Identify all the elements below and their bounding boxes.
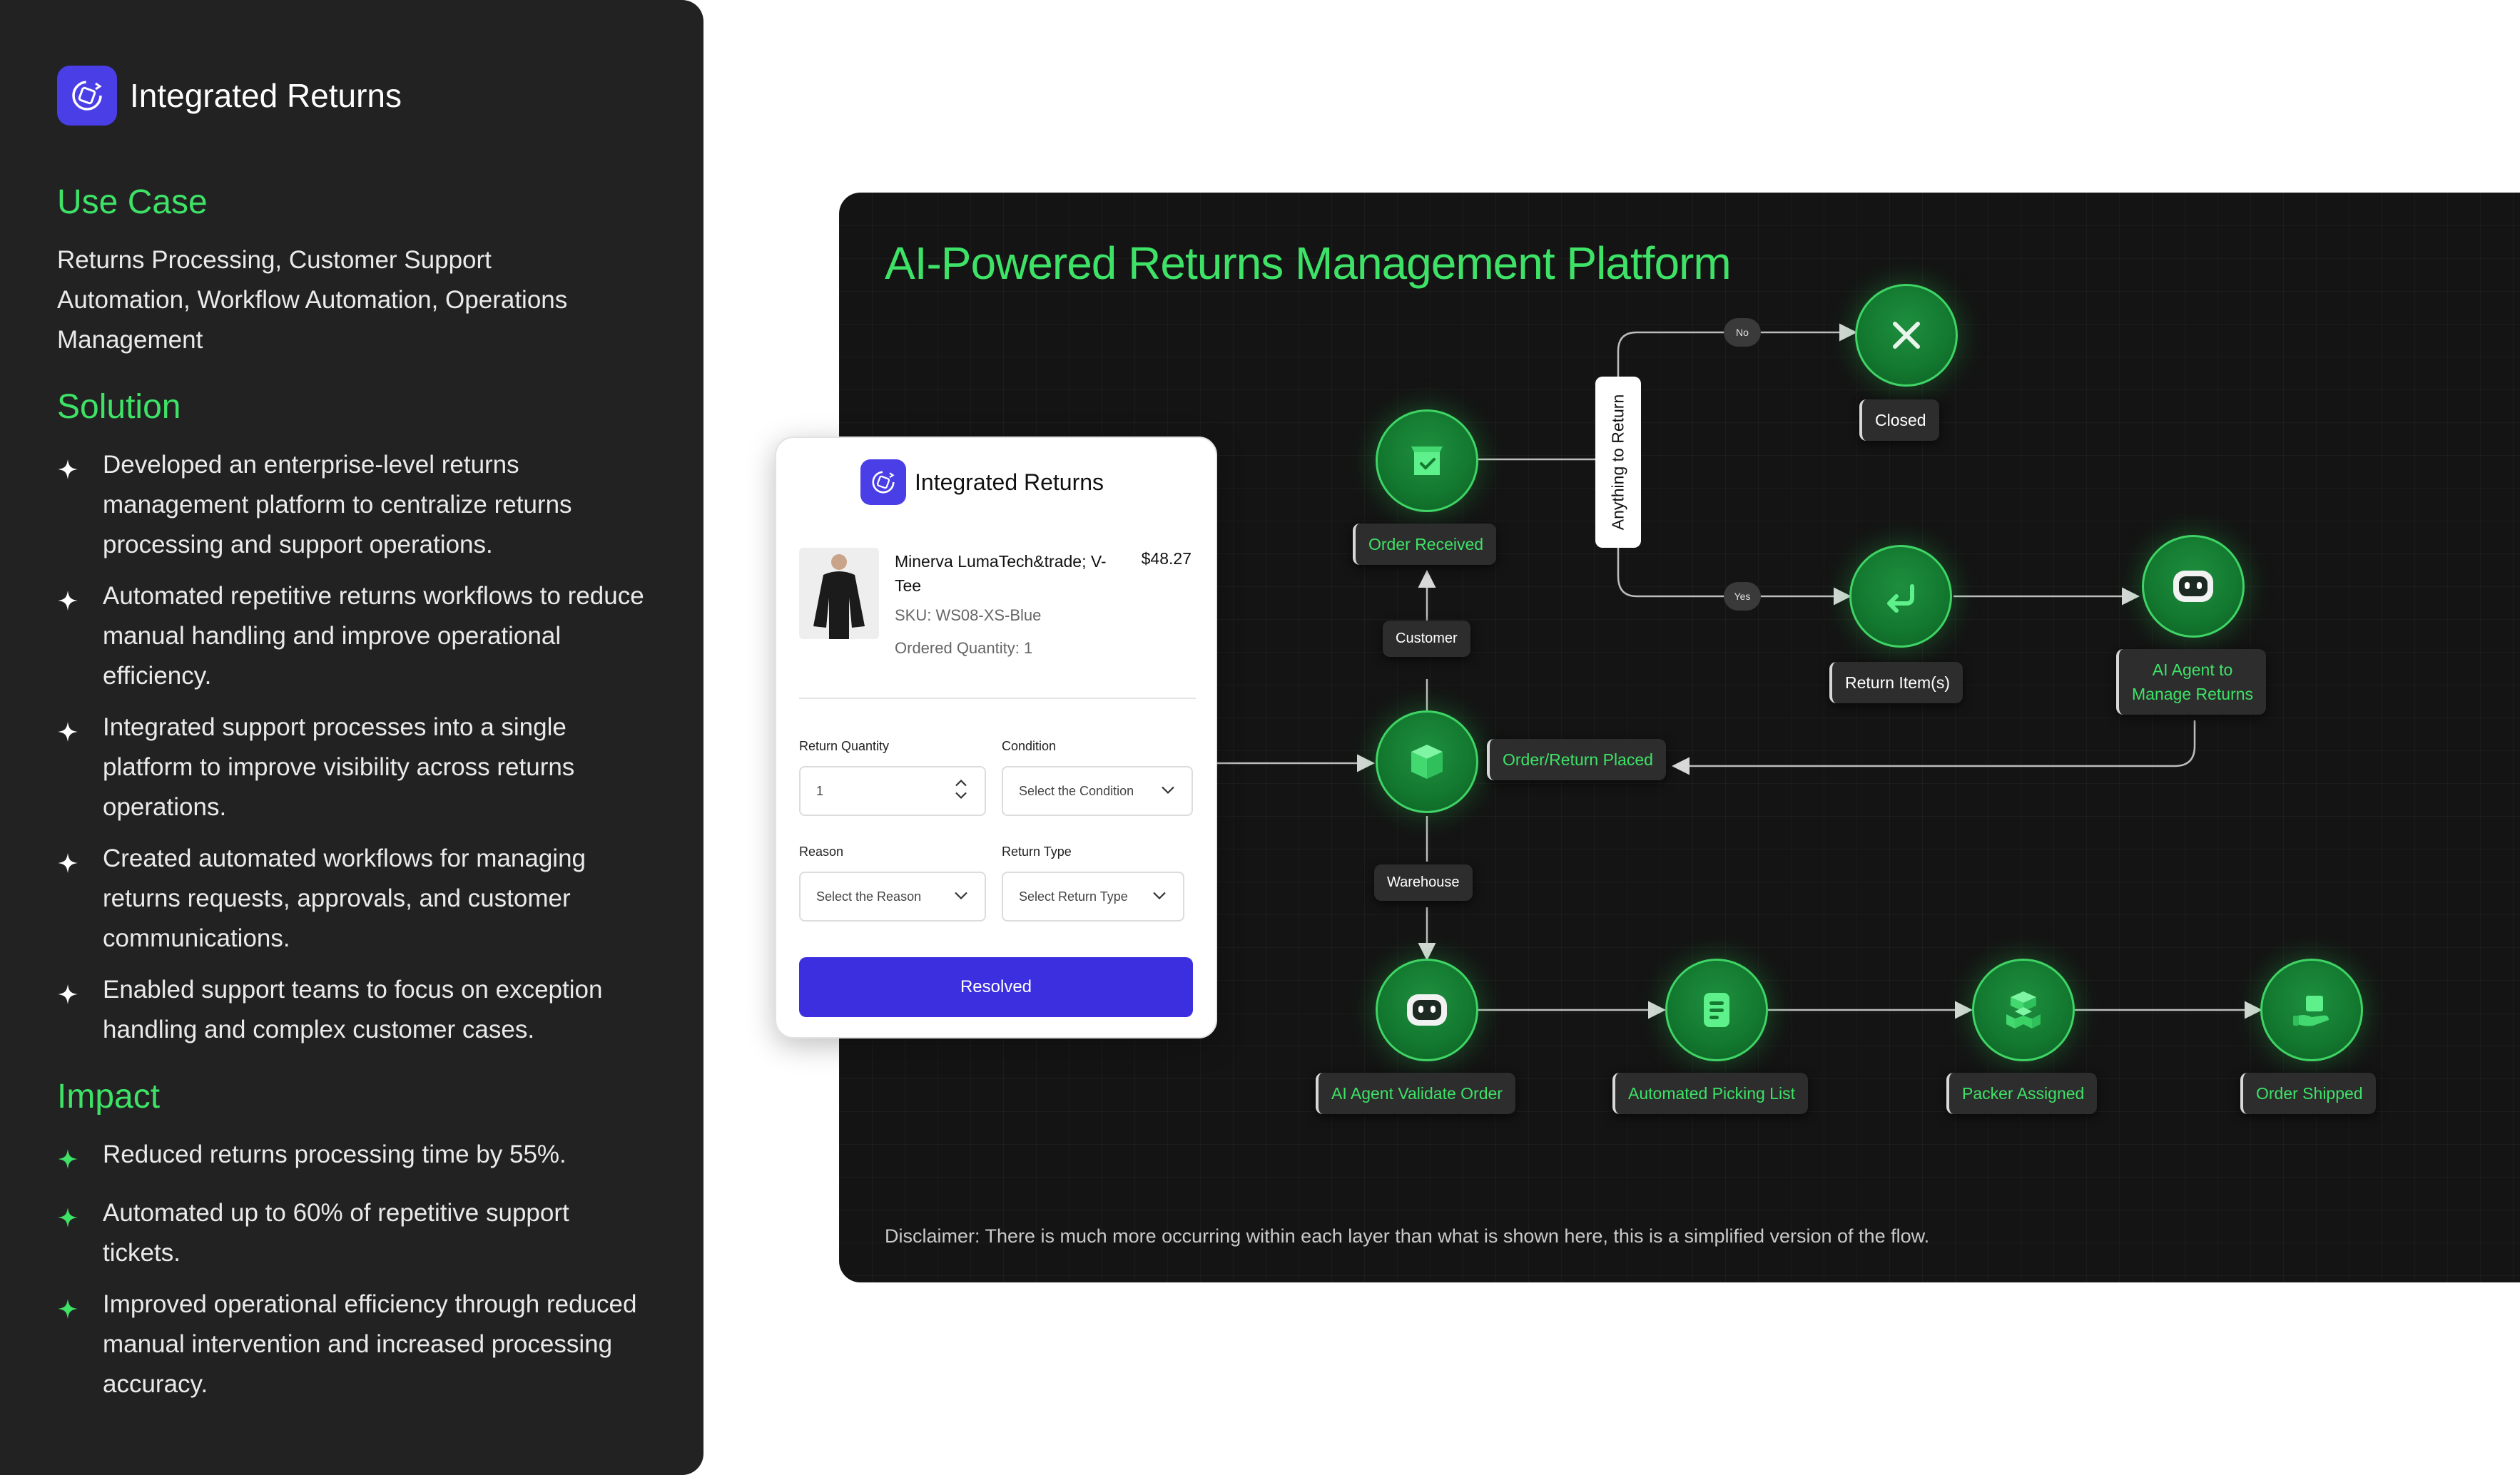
sparkle-icon <box>57 576 103 623</box>
impact-title: Impact <box>57 1078 161 1116</box>
return-type-select[interactable]: Select Return Type <box>1002 872 1184 922</box>
node-ai-agent-manage <box>2142 535 2245 638</box>
return-type-label: Return Type <box>1002 844 1072 859</box>
label-ai-agent-manage: AI Agent to Manage Returns <box>2116 649 2267 715</box>
divider <box>799 698 1196 699</box>
reason-select[interactable]: Select the Reason <box>799 872 986 922</box>
brand: Integrated Returns <box>57 66 646 126</box>
packages-icon <box>2006 991 2041 1029</box>
edge-no-closed <box>1617 323 1857 377</box>
brand-name: Integrated Returns <box>130 77 402 114</box>
node-picking-list <box>1665 959 1768 1061</box>
no-pill: No <box>1724 318 1761 347</box>
node-closed <box>1855 284 1958 387</box>
chevron-down-icon <box>953 889 969 904</box>
return-form-card: Integrated Returns Minerva LumaTech&trad… <box>775 437 1217 1038</box>
solution-item: Enabled support teams to focus on except… <box>57 970 646 1050</box>
decision-label: Anything to Return <box>1608 394 1627 531</box>
product-ordered-qty: Ordered Quantity: 1 <box>895 639 1033 657</box>
sparkle-icon <box>57 1135 103 1182</box>
solution-list: Developed an enterprise-level returns ma… <box>57 445 646 1050</box>
label-shipped: Order Shipped <box>2240 1073 2376 1114</box>
chevron-down-icon <box>1152 889 1167 904</box>
flow-diagram-panel: AI-Powered Returns Management Platform <box>839 193 2520 1282</box>
return-arrow-icon <box>1887 584 1914 613</box>
node-return-items <box>1849 545 1952 648</box>
sparkle-icon <box>57 708 103 755</box>
stepper-arrows-icon[interactable] <box>953 775 969 807</box>
solution-item: Developed an enterprise-level returns ma… <box>57 445 646 565</box>
label-ai-validate: AI Agent Validate Order <box>1316 1073 1515 1114</box>
sparkle-icon <box>57 839 103 886</box>
sparkle-icon <box>57 445 103 492</box>
robot-icon <box>1407 994 1447 1026</box>
flow-title: AI-Powered Returns Management Platform <box>885 238 1732 289</box>
robot-icon <box>2173 571 2213 602</box>
decision-box: Anything to Return <box>1595 377 1641 548</box>
label-packer: Packer Assigned <box>1946 1073 2098 1114</box>
product-image <box>799 548 879 639</box>
return-quantity-stepper[interactable]: 1 <box>799 766 986 816</box>
impact-item: Automated up to 60% of repetitive suppor… <box>57 1193 646 1273</box>
reason-label: Reason <box>799 844 844 859</box>
delivery-icon <box>2293 996 2329 1026</box>
impact-item: Improved operational efficiency through … <box>57 1285 646 1404</box>
solution-item: Automated repetitive returns workflows t… <box>57 576 646 696</box>
condition-label: Condition <box>1002 739 1057 753</box>
label-return-items: Return Item(s) <box>1829 662 1963 703</box>
product-name: Minerva LumaTech&trade; V-Tee <box>895 552 1107 595</box>
sparkle-icon <box>57 1193 103 1240</box>
node-packer <box>1972 959 2075 1061</box>
use-case-title: Use Case <box>57 183 208 221</box>
edge-agent-placed <box>1672 720 2196 775</box>
customer-chip: Customer <box>1383 621 1470 657</box>
form-brand-name: Integrated Returns <box>915 469 1104 495</box>
package-check-icon <box>1411 446 1443 475</box>
solution-title: Solution <box>57 388 181 426</box>
node-order-return-placed <box>1376 710 1478 813</box>
solution-item: Created automated workflows for managing… <box>57 839 646 959</box>
form-brand: Integrated Returns <box>860 459 1104 505</box>
disclaimer: Disclaimer: There is much more occurring… <box>885 1225 1930 1247</box>
use-case-text: Returns Processing, Customer Support Aut… <box>57 246 568 354</box>
product-sku: SKU: WS08-XS-Blue <box>895 606 1042 624</box>
list-icon <box>1704 993 1729 1027</box>
case-study-panel: Integrated Returns Use Case Returns Proc… <box>0 0 703 1475</box>
returns-logo-icon <box>860 459 906 505</box>
impact-list: Reduced returns processing time by 55%. … <box>57 1135 646 1404</box>
condition-select[interactable]: Select the Condition <box>1002 766 1193 816</box>
label-picking-list: Automated Picking List <box>1612 1073 1808 1114</box>
label-order-received: Order Received <box>1353 524 1497 565</box>
resolved-button[interactable]: Resolved <box>799 957 1193 1017</box>
impact-item: Reduced returns processing time by 55%. <box>57 1135 646 1182</box>
yes-pill: Yes <box>1724 582 1761 611</box>
sparkle-icon <box>57 970 103 1017</box>
chevron-down-icon <box>1160 784 1176 799</box>
boxes-icon <box>1411 745 1443 779</box>
returns-logo-icon <box>57 66 117 126</box>
sparkle-icon <box>57 1285 103 1332</box>
edge-yes-return <box>1617 548 1851 606</box>
x-icon <box>1893 322 1920 349</box>
product-price: $48.27 <box>1141 549 1192 568</box>
return-quantity-label: Return Quantity <box>799 739 890 753</box>
label-order-return-placed: Order/Return Placed <box>1487 739 1666 780</box>
label-closed: Closed <box>1859 399 1939 441</box>
solution-item: Integrated support processes into a sing… <box>57 708 646 827</box>
node-ai-validate <box>1376 959 1478 1061</box>
flow-connectors <box>1217 323 2262 1019</box>
node-order-received <box>1376 409 1478 512</box>
warehouse-chip: Warehouse <box>1374 864 1473 901</box>
node-shipped <box>2260 959 2363 1061</box>
